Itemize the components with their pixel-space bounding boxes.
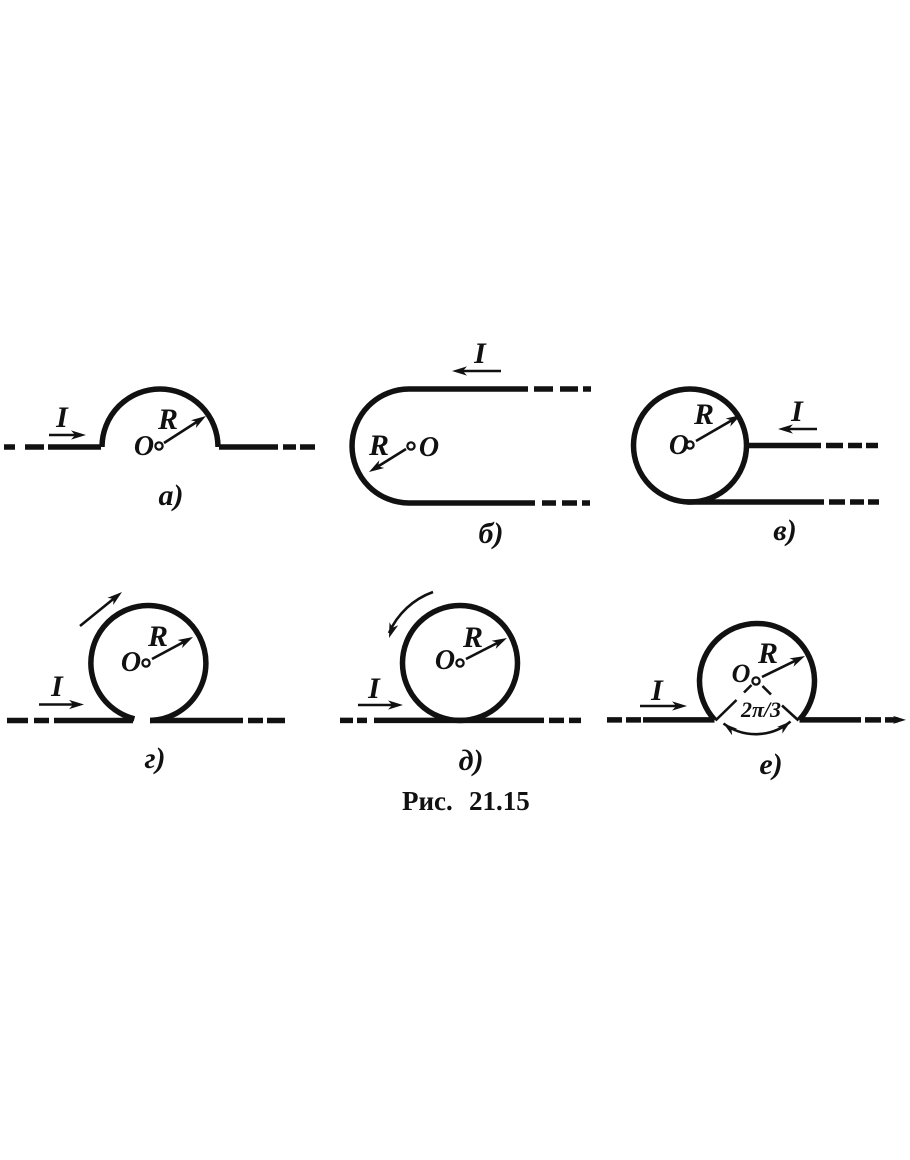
svg-text:R: R (157, 403, 178, 436)
svg-text:O: O (732, 659, 751, 688)
svg-text:O: O (435, 645, 455, 676)
svg-text:R: R (368, 429, 389, 462)
svg-text:I: I (790, 395, 804, 428)
svg-text:O: O (669, 430, 689, 461)
svg-text:R: R (693, 398, 714, 431)
svg-text:R: R (147, 620, 168, 653)
svg-text:I: I (650, 674, 664, 707)
svg-text:б): б) (479, 517, 504, 550)
svg-text:2π/3: 2π/3 (740, 697, 781, 722)
svg-text:в): в) (773, 514, 796, 547)
svg-text:е): е) (759, 748, 782, 781)
svg-text:I: I (50, 670, 64, 703)
svg-text:Рис.: Рис. (402, 786, 453, 816)
svg-text:г): г) (144, 742, 165, 775)
svg-text:R: R (757, 637, 778, 670)
svg-text:I: I (367, 672, 381, 705)
svg-text:O: O (121, 647, 141, 678)
svg-text:O: O (419, 432, 439, 463)
svg-text:а): а) (159, 479, 184, 512)
svg-text:O: O (134, 431, 154, 462)
svg-text:д): д) (459, 744, 484, 777)
svg-text:R: R (462, 621, 483, 654)
svg-text:I: I (55, 401, 69, 434)
svg-text:I: I (473, 337, 487, 370)
svg-text:21.15: 21.15 (469, 786, 530, 816)
